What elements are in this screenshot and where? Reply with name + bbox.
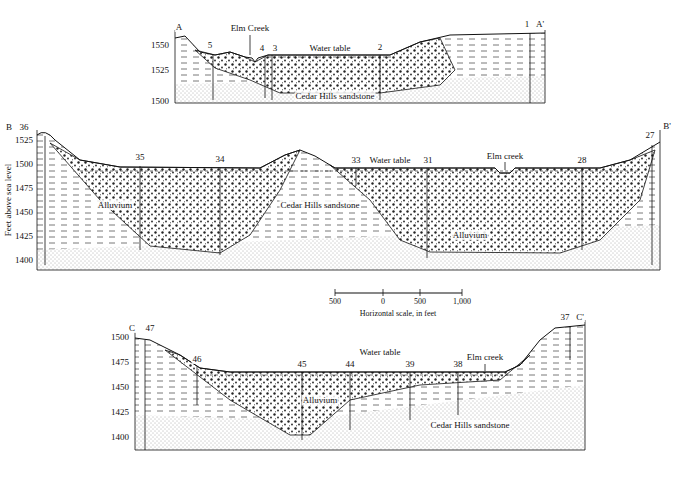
section-label: 2 bbox=[377, 42, 384, 52]
section-label: 1525 bbox=[14, 135, 34, 145]
section-label: 500 bbox=[413, 297, 427, 307]
section-label: 1450 bbox=[14, 207, 34, 217]
section-label: 1,000 bbox=[452, 297, 472, 307]
section-c bbox=[135, 320, 585, 450]
section-label: Water table bbox=[358, 347, 401, 357]
section-label: 33 bbox=[351, 155, 362, 165]
section-label: 1525 bbox=[150, 65, 170, 75]
section-label: Cedar Hills sandstone bbox=[295, 91, 376, 101]
section-label: 1400 bbox=[14, 255, 34, 265]
section-label: A' bbox=[535, 19, 545, 29]
section-label: Feet above sea level bbox=[3, 163, 13, 238]
section-label: 1500 bbox=[110, 332, 130, 342]
section-label: 1475 bbox=[110, 357, 130, 367]
section-label: 1500 bbox=[14, 159, 34, 169]
section-label: 1425 bbox=[14, 231, 34, 241]
section-label: Water table bbox=[308, 43, 351, 53]
section-label: 36 bbox=[19, 122, 30, 132]
section-label: 47 bbox=[145, 323, 156, 333]
section-label: Alluvium bbox=[302, 395, 339, 405]
section-label: Alluvium bbox=[97, 200, 134, 210]
section-label: 37 bbox=[560, 312, 571, 322]
section-label: Elm creek bbox=[466, 352, 505, 362]
section-label: Elm creek bbox=[486, 151, 525, 161]
section-label: 46 bbox=[192, 354, 203, 364]
section-label: 1500 bbox=[150, 96, 170, 106]
section-label: Alluvium bbox=[452, 230, 489, 240]
section-label: 34 bbox=[215, 154, 226, 164]
section-label: 35 bbox=[135, 152, 146, 162]
section-label: 39 bbox=[405, 359, 416, 369]
section-label: 500 bbox=[328, 297, 342, 307]
section-label: B bbox=[5, 122, 13, 132]
section-label: 5 bbox=[207, 40, 214, 50]
section-label: 1425 bbox=[110, 407, 130, 417]
section-label: A bbox=[175, 22, 184, 32]
section-label: 0 bbox=[380, 297, 386, 307]
section-label: Horizontal scale, in feet bbox=[359, 309, 437, 319]
section-label: 44 bbox=[345, 359, 356, 369]
section-label: 1450 bbox=[110, 382, 130, 392]
section-label: 45 bbox=[297, 359, 308, 369]
section-label: 1475 bbox=[14, 183, 34, 193]
section-label: Elm Creek bbox=[230, 23, 271, 33]
section-label: 28 bbox=[577, 155, 588, 165]
section-label: Cedar Hills sandstone bbox=[280, 200, 361, 210]
section-label: 3 bbox=[272, 43, 279, 53]
section-label: C' bbox=[575, 312, 585, 322]
section-label: 31 bbox=[423, 155, 434, 165]
section-label: Cedar Hills sandstone bbox=[430, 420, 511, 430]
section-b bbox=[37, 130, 660, 296]
section-label: 1 bbox=[524, 19, 531, 29]
section-label: 4 bbox=[259, 43, 266, 53]
section-label: Water table bbox=[368, 155, 411, 165]
section-label: 1400 bbox=[110, 432, 130, 442]
section-label: B' bbox=[662, 121, 672, 131]
section-label: 27 bbox=[645, 130, 656, 140]
section-label: 38 bbox=[453, 359, 464, 369]
section-label: 1550 bbox=[150, 40, 170, 50]
section-a bbox=[175, 30, 545, 103]
